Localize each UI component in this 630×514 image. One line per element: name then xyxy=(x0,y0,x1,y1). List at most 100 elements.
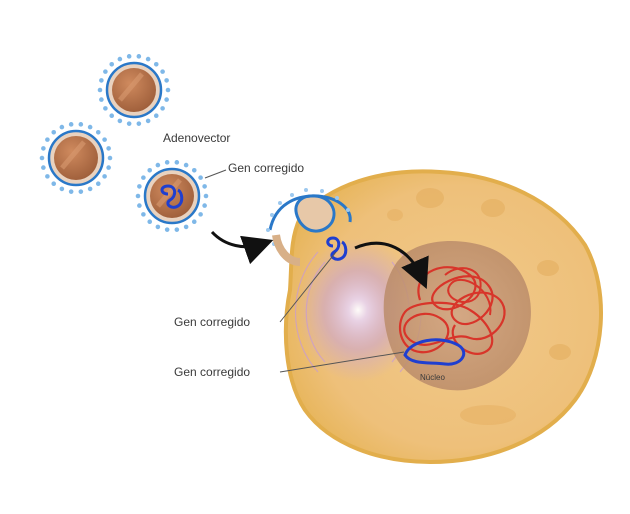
capsid-fiber-dot xyxy=(198,212,203,217)
capsid-core xyxy=(112,68,156,112)
released-gene xyxy=(326,236,348,261)
capsid-fiber-dot xyxy=(174,227,180,232)
capsid-fiber-dot xyxy=(191,168,197,173)
capsid-fiber-dot xyxy=(145,56,151,62)
capsid-fiber-dot xyxy=(68,189,74,194)
capsid-fiber-dot xyxy=(155,162,161,168)
capsid-fiber-dot xyxy=(97,87,103,93)
capsid-fiber-dot xyxy=(51,181,57,186)
entry-vesicle xyxy=(294,194,336,233)
capsid-fiber-dot xyxy=(103,106,108,111)
organelle xyxy=(549,344,571,360)
capsid-fiber-dot xyxy=(145,118,151,124)
capsid-fiber-dot xyxy=(191,219,197,224)
capsid-highlight xyxy=(156,178,182,208)
capsid-fiber-dot xyxy=(164,160,170,165)
capsid-core xyxy=(150,174,194,218)
capsid-fiber-dot xyxy=(87,124,93,130)
capsid-fiber-dot xyxy=(41,165,46,170)
capsid-fiber-dot xyxy=(137,203,142,208)
adenovirus-particle-icon xyxy=(39,122,113,194)
capsid-fiber-dot xyxy=(95,181,101,186)
capsid-fiber-dot xyxy=(135,193,141,199)
nucleus xyxy=(383,241,531,391)
capsid-fiber-dot xyxy=(107,155,113,161)
capsid-fiber-dot xyxy=(99,78,104,83)
gene-squiggle-icon xyxy=(160,184,184,209)
entry-body xyxy=(272,234,301,266)
capsid-fiber-dot xyxy=(160,69,165,74)
capsid-fiber-dot xyxy=(103,69,108,74)
capsid-fiber-dot xyxy=(109,62,115,67)
capsid-fiber-dot xyxy=(141,212,146,217)
capsid-fiber-dot xyxy=(153,62,159,67)
leader-line xyxy=(204,169,227,179)
capsid-fiber-dot xyxy=(109,113,115,118)
organelle xyxy=(537,260,559,276)
capsid-fiber-dot xyxy=(78,122,84,127)
host-dna-red xyxy=(398,266,506,355)
gene-label-middle: Gen corregido xyxy=(174,315,250,329)
capsid-fiber-dot xyxy=(136,54,142,59)
capsid-fiber-dot xyxy=(202,184,207,189)
capsid-fiber-dot xyxy=(202,203,207,208)
gene-label-bottom: Gen corregido xyxy=(174,365,250,379)
host-dna-red xyxy=(444,267,492,316)
gene-label-top: Gen corregido xyxy=(228,161,304,175)
adenovirus-particles xyxy=(39,54,209,232)
capsid-fiber-dot xyxy=(126,121,132,126)
capsid-fiber-dot xyxy=(45,174,50,179)
adenovector-label: Adenovector xyxy=(163,131,230,145)
capsid-fiber-dot xyxy=(117,118,123,124)
capsid-fiber-dot xyxy=(68,122,74,127)
capsid-fiber-dot xyxy=(147,219,153,224)
capsid-fiber-dot xyxy=(164,227,170,232)
leader-line xyxy=(279,351,405,373)
capsid-fiber-dot xyxy=(41,146,46,151)
capsid-fiber-dot xyxy=(141,175,146,180)
endosome-glow xyxy=(296,238,420,382)
capsid-fiber-dot xyxy=(198,175,203,180)
capsid-highlight xyxy=(60,140,86,170)
organelle xyxy=(387,209,403,221)
curved-arrow-icon xyxy=(210,230,274,265)
capsid-fiber-dot xyxy=(153,113,159,118)
capsid-fiber-dot xyxy=(165,87,171,93)
capsid-fiber-dot xyxy=(59,186,65,192)
curved-arrow-icon xyxy=(354,241,429,290)
virus-entering xyxy=(266,188,352,266)
leader-line xyxy=(279,251,337,323)
capsid-highlight xyxy=(118,72,144,102)
capsid-fiber-dot xyxy=(164,78,169,83)
organelle xyxy=(460,405,516,425)
capsid-fiber-dot xyxy=(174,160,180,165)
capsid-fiber-dot xyxy=(99,97,104,102)
capsid-fiber-dot xyxy=(106,146,111,151)
capsid-fiber-dot xyxy=(160,106,165,111)
capsid-fiber-dot xyxy=(106,165,111,170)
capsid-fiber-dot xyxy=(102,137,107,142)
capsid-fiber-dot xyxy=(183,224,189,230)
adenovirus-particle-icon xyxy=(97,54,171,126)
adenovirus-particle-icon xyxy=(135,160,209,232)
capsid-fiber-dot xyxy=(137,184,142,189)
capsid-core xyxy=(54,136,98,180)
capsid-fiber-dot xyxy=(117,56,123,62)
capsid-fiber-dot xyxy=(87,186,93,192)
capsid-fiber-dot xyxy=(51,130,57,135)
capsid-fiber-dot xyxy=(155,224,161,230)
capsid-fiber-dot xyxy=(95,130,101,135)
capsid-fiber-dot xyxy=(126,54,132,59)
capsid-fiber-dot xyxy=(164,97,169,102)
capsid-fiber-dot xyxy=(39,155,45,161)
capsid-fiber-dot xyxy=(183,162,189,168)
inserted-gene-blue xyxy=(403,338,466,366)
organelle xyxy=(416,188,444,208)
capsid-fiber-dot xyxy=(136,121,142,126)
organelle xyxy=(481,199,505,217)
capsid-fiber-dot xyxy=(203,193,209,199)
capsid-fiber-dot xyxy=(147,168,153,173)
capsid-fiber-dot xyxy=(59,124,65,130)
nucleus-label: Núcleo xyxy=(420,373,445,382)
